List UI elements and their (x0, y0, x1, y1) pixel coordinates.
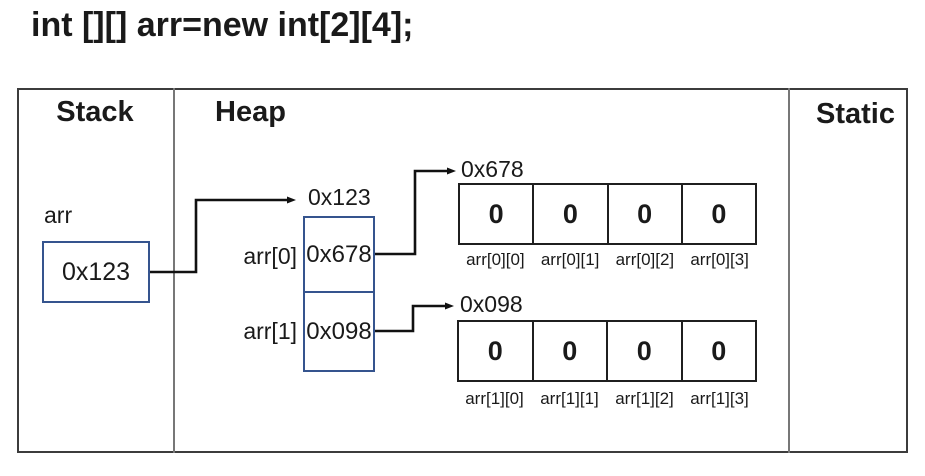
int-cell: 0 (680, 185, 755, 243)
stack-reference-box: 0x123 (42, 241, 150, 303)
int-cell: 0 (606, 322, 681, 380)
pointer-cell-arr1: 0x098 (306, 317, 372, 345)
cell-label: arr[1][3] (690, 389, 749, 408)
int-array-row1: 0 0 0 0 (457, 320, 757, 382)
pointer-array-box: 0x678 0x098 (303, 216, 375, 372)
heap-region-header: Heap (215, 96, 286, 128)
int-cell: 0 (487, 335, 503, 366)
pointer-cell-arr0: 0x678 (305, 218, 373, 293)
int-array-row0: 0 0 0 0 (458, 183, 757, 245)
row1-address-label: 0x098 (460, 291, 523, 317)
static-region-header: Static (816, 98, 895, 130)
pointer-index-label-arr1: arr[1] (243, 318, 297, 344)
int-cell: 0 (680, 322, 756, 380)
pointer-array-address-label: 0x123 (308, 184, 371, 210)
cell-label: arr[1][0] (465, 389, 524, 408)
stack-region-header: Stack (56, 96, 134, 128)
int-cell: 0 (488, 198, 504, 229)
int-cell: 0 (531, 322, 607, 380)
int-cell: 0 (606, 185, 681, 243)
row1-cell-labels: arr[1][0] arr[1][1] arr[1][2] arr[1][3] (457, 390, 757, 407)
cell-label: arr[1][1] (540, 389, 599, 408)
code-title: int [][] arr=new int[2][4]; (31, 6, 414, 44)
stack-reference-value: 0x123 (61, 257, 131, 286)
row0-address-label: 0x678 (461, 156, 524, 182)
stack-variable-label: arr (44, 202, 73, 228)
int-cell: 0 (532, 185, 606, 243)
pointer-index-label-arr0: arr[0] (243, 243, 297, 269)
stack-heap-divider (173, 88, 175, 453)
cell-label: arr[0][3] (690, 250, 749, 269)
heap-static-divider (788, 88, 790, 453)
cell-label: arr[1][2] (615, 389, 674, 408)
cell-label: arr[0][0] (466, 250, 525, 269)
cell-label: arr[0][1] (540, 250, 600, 269)
cell-label: arr[0][2] (615, 250, 675, 269)
row0-cell-labels: arr[0][0] arr[0][1] arr[0][2] arr[0][3] (458, 251, 757, 268)
